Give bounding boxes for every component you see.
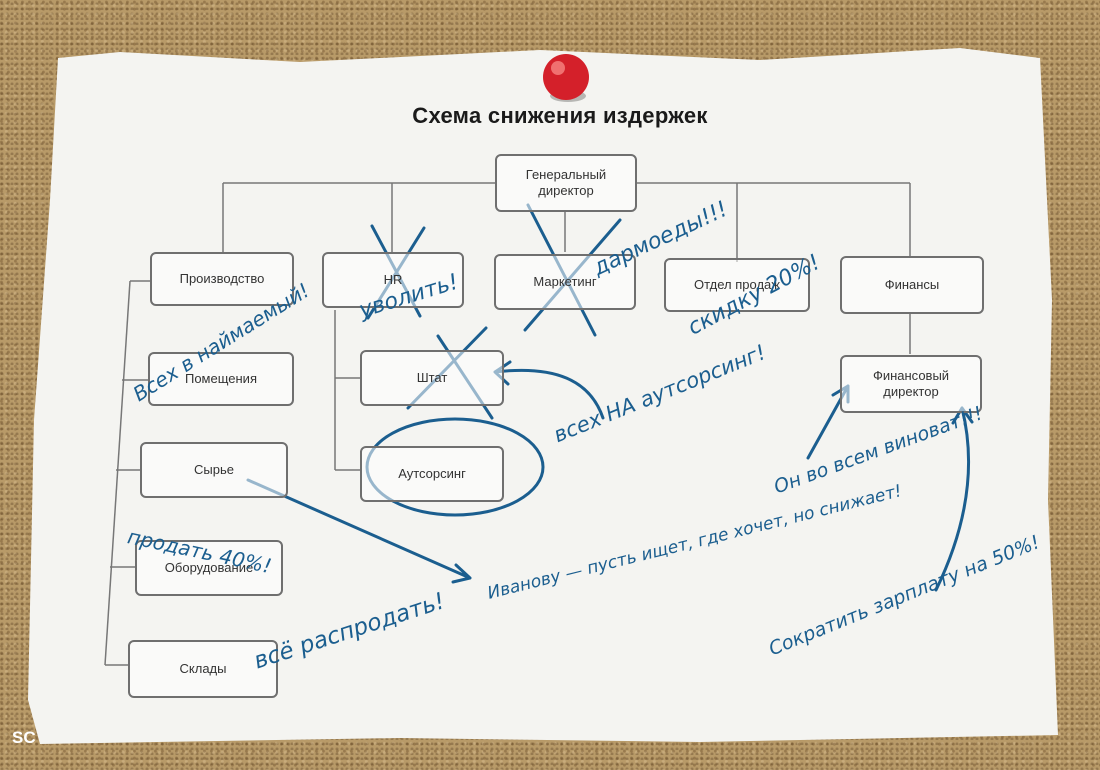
staff-node: Штат: [360, 350, 504, 406]
annotation-cut-salary: Сократить зарплату на 50%!: [765, 531, 1043, 661]
watermark: SC: [12, 728, 36, 747]
annotation-sell-all: всё распродать!: [250, 588, 448, 675]
push-pin-icon: [543, 54, 589, 102]
outsourcing-node: Аутсорсинг: [360, 446, 504, 502]
hr-node: HR: [322, 252, 464, 308]
premises-node: Помещения: [148, 352, 294, 406]
ceo-node: Генеральный директор: [495, 154, 637, 212]
sales-node: Отдел продаж: [664, 258, 810, 312]
annotation-ivanov: Иванову — пусть ищет, где хочет, но сниж…: [485, 481, 904, 604]
raw-materials-node: Сырье: [140, 442, 288, 498]
production-node: Производство: [150, 252, 294, 306]
cfo-node: Финансовый директор: [840, 355, 982, 413]
warehouses-node: Склады: [128, 640, 278, 698]
marketing-node: Маркетинг: [494, 254, 636, 310]
annotation-he-is-to-blame: Он во всем виноват!!!: [771, 402, 986, 499]
diagram-title: Схема снижения издержек: [412, 103, 708, 128]
annotation-all-outsource: всех НА аутсорсинг!: [550, 340, 770, 448]
finance-node: Финансы: [840, 256, 984, 314]
equipment-node: Оборудование: [135, 540, 283, 596]
